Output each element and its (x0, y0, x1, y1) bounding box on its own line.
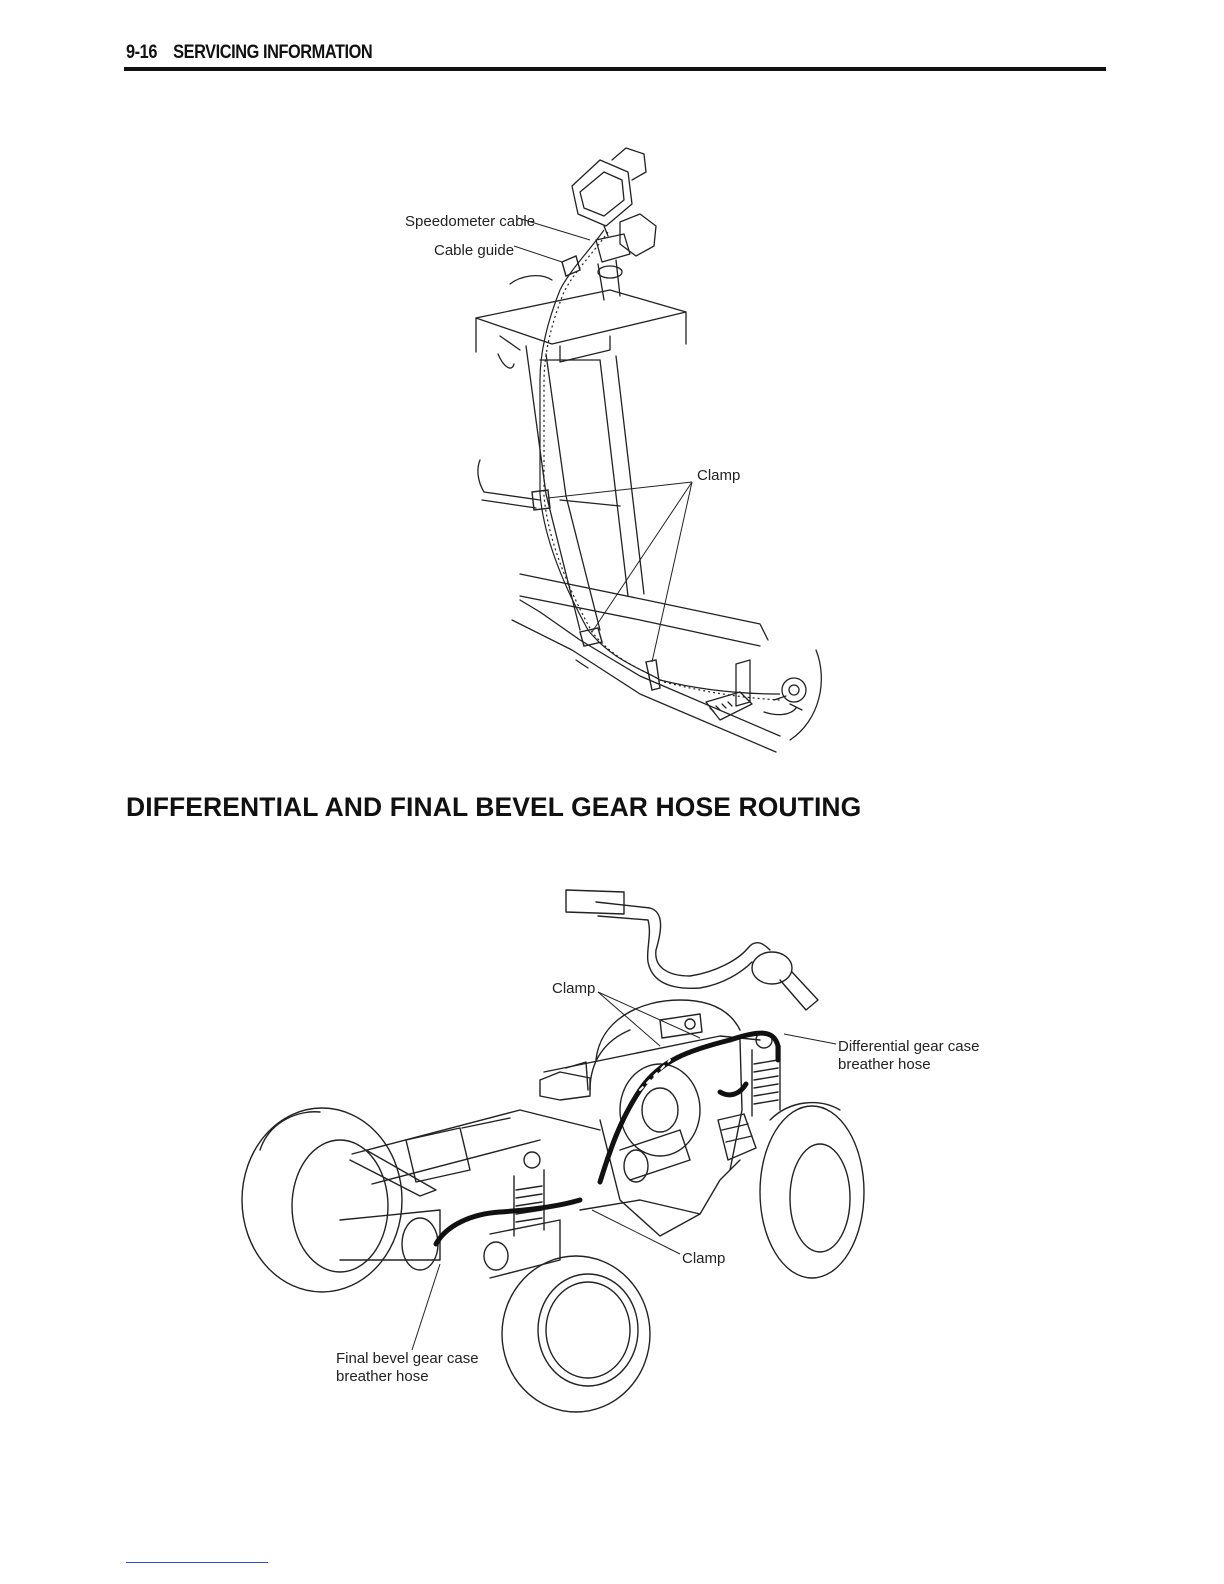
clamp-3 (646, 660, 660, 690)
hose-routing-figure: Clamp Differential gear case breather ho… (0, 840, 1224, 1440)
cable-clamps (532, 256, 660, 690)
label-final-hose-line2: breather hose (336, 1368, 429, 1385)
label-clamp-fig1: Clamp (697, 467, 740, 484)
label-cable-guide: Cable guide (434, 242, 514, 259)
leader-lines (514, 218, 692, 662)
section-title: DIFFERENTIAL AND FINAL BEVEL GEAR HOSE R… (126, 792, 861, 823)
final-bevel-breather-hose (436, 1200, 580, 1244)
footer-rule (126, 1562, 268, 1563)
label-clamp-bottom: Clamp (682, 1250, 725, 1267)
clamp-2 (580, 628, 602, 646)
speedometer-cable-path (540, 230, 780, 700)
speedometer-cable-routing-figure: Speedometer cable Cable guide Clamp (0, 0, 1224, 780)
label-diff-hose-line1: Differential gear case (838, 1038, 979, 1055)
label-clamp-top: Clamp (552, 980, 595, 997)
atv-drawing (242, 890, 864, 1412)
label-final-hose-line1: Final bevel gear case (336, 1350, 479, 1367)
label-diff-hose-line2: breather hose (838, 1056, 931, 1073)
breather-hoses (436, 1033, 778, 1244)
label-speedometer-cable: Speedometer cable (405, 213, 535, 230)
